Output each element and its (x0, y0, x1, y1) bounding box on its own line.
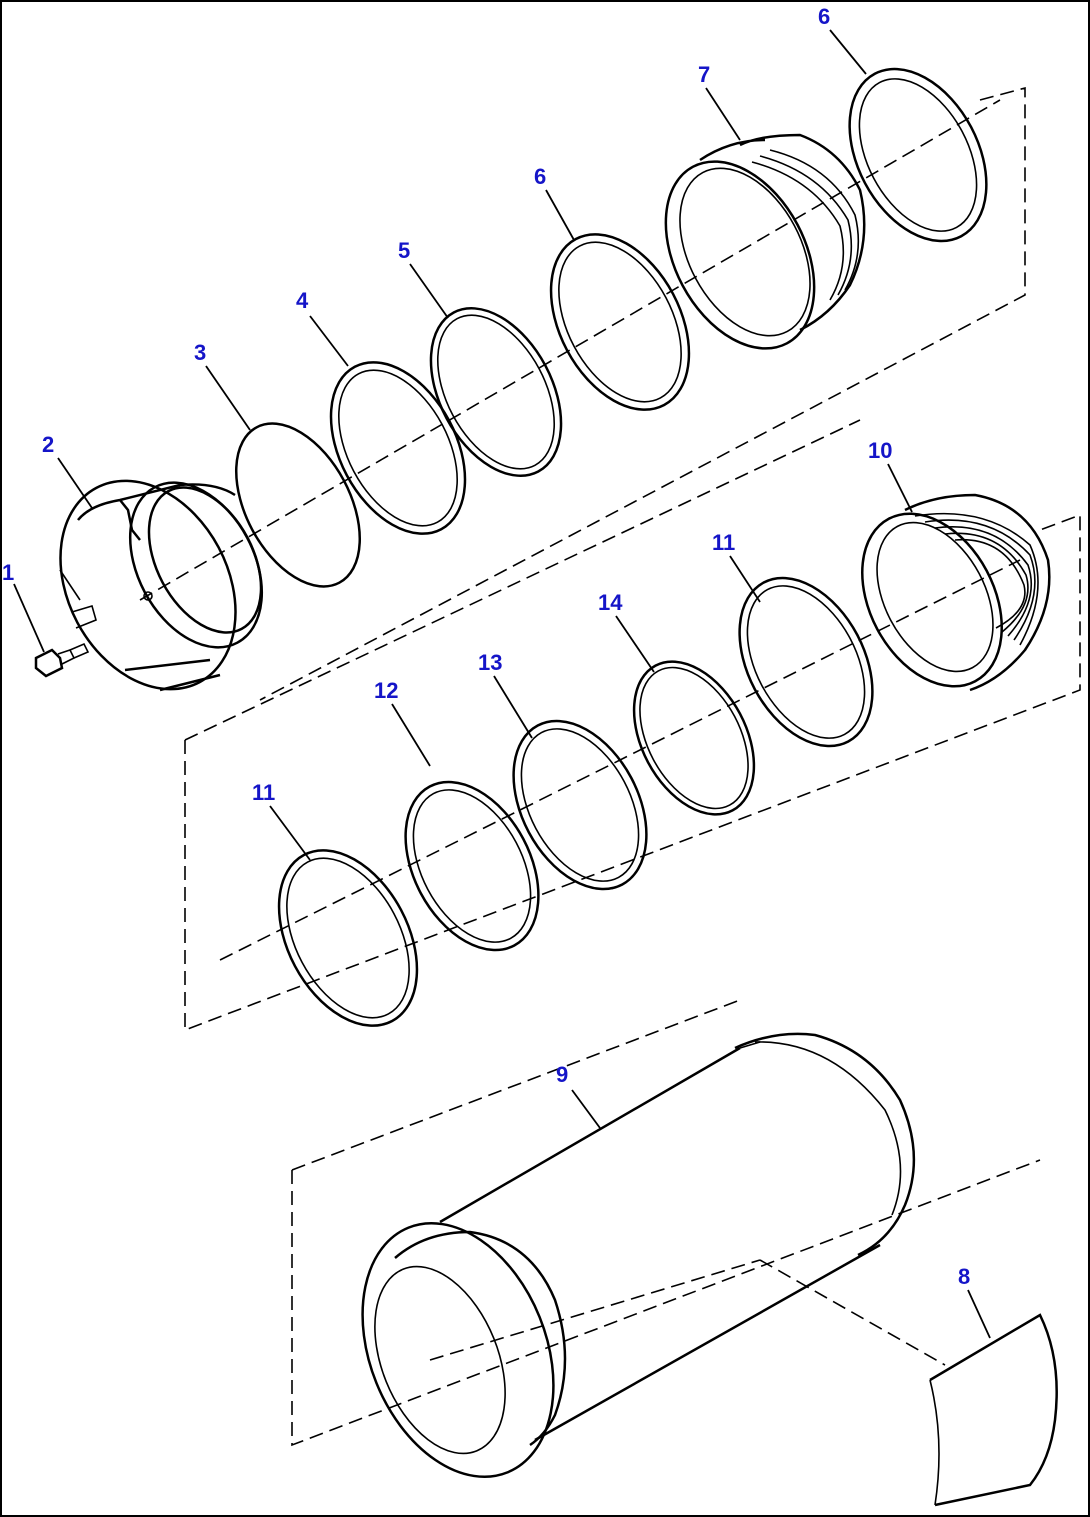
middle-group-boundary-upper (184, 419, 861, 741)
callout-14: 14 (598, 590, 623, 615)
callout-11-b: 11 (252, 780, 275, 805)
callout-4: 4 (296, 288, 309, 313)
part-6-wear-ring-a (549, 233, 691, 411)
callout-9: 9 (556, 1062, 568, 1087)
callout-3: 3 (194, 340, 206, 365)
part-2-cylinder-head (59, 479, 264, 692)
upper-group-boundary (259, 86, 1026, 701)
part-5-seal-ring (429, 307, 563, 477)
part-6-wear-ring-b (848, 67, 988, 243)
callout-10: 10 (868, 438, 892, 463)
part-9-cylinder-tube (361, 1032, 916, 1479)
part-8-piston-rod (929, 1313, 1058, 1507)
part-14-ring (632, 660, 756, 816)
callout-11-a: 11 (712, 530, 735, 555)
callout-6-b: 6 (818, 4, 830, 29)
callout-5: 5 (398, 238, 410, 263)
middle-group-boundary-lower (184, 513, 1081, 1032)
part-11-ring-b (277, 849, 419, 1027)
callout-7: 7 (698, 62, 710, 87)
callout-8: 8 (958, 1264, 970, 1289)
lower-group-boundary (291, 1159, 1041, 1447)
lower-centerline-b (759, 1259, 946, 1366)
callout-1: 1 (2, 560, 14, 585)
callout-6-a: 6 (534, 164, 546, 189)
part-3-o-ring (234, 422, 362, 588)
callout-13: 13 (478, 650, 502, 675)
part-10-piston (861, 493, 1051, 692)
callout-2: 2 (42, 432, 54, 457)
part-13-ring (512, 719, 648, 891)
leader-lines (13, 29, 991, 1339)
part-7-bushing (664, 133, 866, 350)
part-4-backup-ring (329, 361, 467, 535)
part-12-ring (404, 780, 540, 952)
callout-12: 12 (374, 678, 398, 703)
part-11-ring-a (738, 576, 874, 748)
lower-centerline-a (429, 1259, 761, 1361)
upper-centerline (139, 99, 1001, 601)
part-1-grease-fitting (34, 642, 90, 678)
lower-group-boundary-upper (291, 999, 741, 1171)
